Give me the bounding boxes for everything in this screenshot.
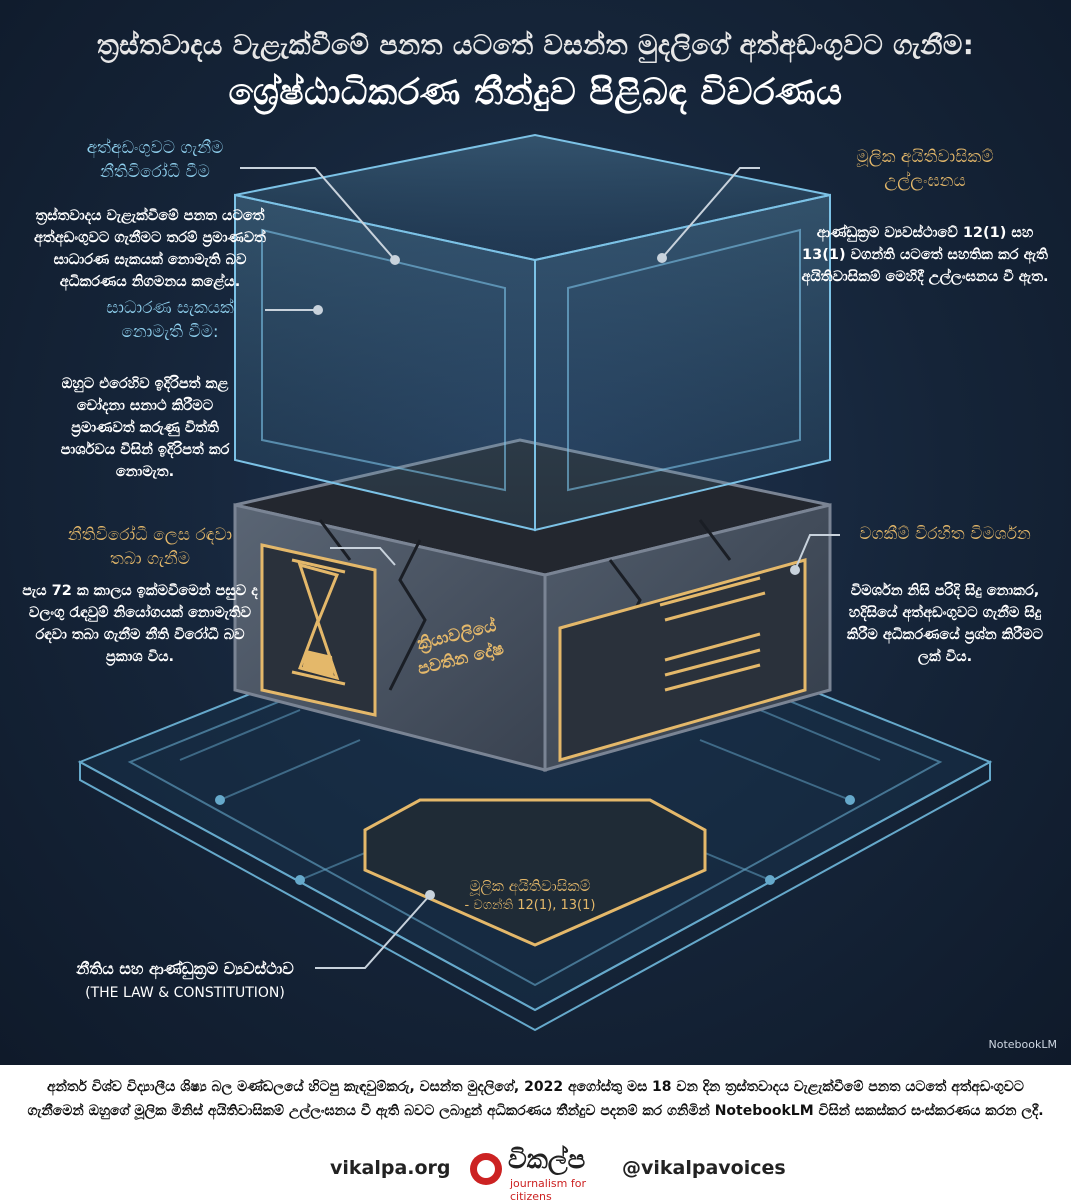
para-fundamental-rights-violation: ආණ්ඩුක්‍රම ව්‍යවස්ථාවේ 12(1) සහ 13(1) වග… (801, 225, 1049, 285)
para-irresponsible-investigation: විමර්ශන නිසි පරිදි සිදු නොකර, හදිසියේ අත… (846, 583, 1044, 665)
notebooklm-mark: NotebookLM (988, 1038, 1057, 1051)
title-line-1: ත්‍රස්තවාදය වැළැක්වීමේ පනත යටතේ වසන්ත මු… (96, 30, 975, 61)
para-unlawful-detention: පැය 72 ක කාලය ඉක්මවීමෙන් පසුව ද වලංගු රැ… (22, 583, 258, 665)
label-fundamental-rights-violation: මූලික අයිතිවාසිකම් උල්ලංඝනය (856, 147, 994, 191)
law-label-line1: නීතිය සහ ආණ්ඩුක්‍රම ව්‍යවස්ථාව (76, 959, 294, 978)
label-irresponsible-investigation: වගකීම් විරහිත විමර්ශන (859, 524, 1031, 544)
caption-text: අන්තර් විශ්ව විද්‍යාලීය ශිෂ්‍ය බල මණ්ඩලය… (27, 1079, 1044, 1119)
caption-area: අන්තර් විශ්ව විද්‍යාලීය ශිෂ්‍ය බල මණ්ඩලය… (0, 1065, 1071, 1203)
logo-tagline: journalism for citizens (510, 1177, 586, 1203)
base-label-line1: මූලික අයිතිවාසිකම් (469, 877, 591, 895)
logo-name: විකල්ප (508, 1145, 586, 1175)
base-plate (363, 798, 707, 947)
glass-cube (234, 133, 831, 532)
footer-row: vikalpa.org විකල්ප journalism for citize… (0, 1145, 1071, 1203)
social-handle[interactable]: @vikalpavoices (622, 1157, 786, 1179)
diagram: ක්‍රියාවලියේ පවතින දෝෂ (77, 133, 993, 1032)
law-label-line2: (THE LAW & CONSTITUTION) (85, 985, 285, 1001)
logo-badge-icon (470, 1153, 502, 1185)
infographic-poster: ත්‍රස්තවාදය වැළැක්වීමේ පනත යටතේ වසන්ත මු… (0, 0, 1071, 1065)
label-no-reasonable-suspicion: සාධාරණ සැකයක් නොමැති වීම: (106, 298, 234, 342)
para-no-reasonable-suspicion: ඔහුට එරෙහිව ඉදිරිපත් කළ චෝදනා සනාථ කිරීම… (60, 376, 230, 480)
label-unlawful-detention: නීතිවිරෝධී ලෙස රඳවා තබා ගැනීම (67, 525, 233, 569)
site-link[interactable]: vikalpa.org (330, 1157, 451, 1179)
vikalpa-logo: විකල්ප journalism for citizens (468, 1145, 618, 1203)
title-line-2: ශ්‍රේෂ්ඨාධිකරණ තීන්දුව පිළිබඳ විවරණය (228, 72, 843, 113)
base-label-line2: - වගන්ති 12(1), 13(1) (464, 898, 596, 913)
document-lines-icon (659, 576, 766, 692)
hourglass-icon (291, 558, 346, 686)
para-unlawful-arrest: ත්‍රස්තවාදය වැළැක්වීමේ පනත යටතේ අත්අඩංගු… (34, 208, 266, 290)
label-unlawful-arrest: අත්අඩංගුවට ගැනීම නීතිවිරෝධී වීම (86, 138, 224, 182)
